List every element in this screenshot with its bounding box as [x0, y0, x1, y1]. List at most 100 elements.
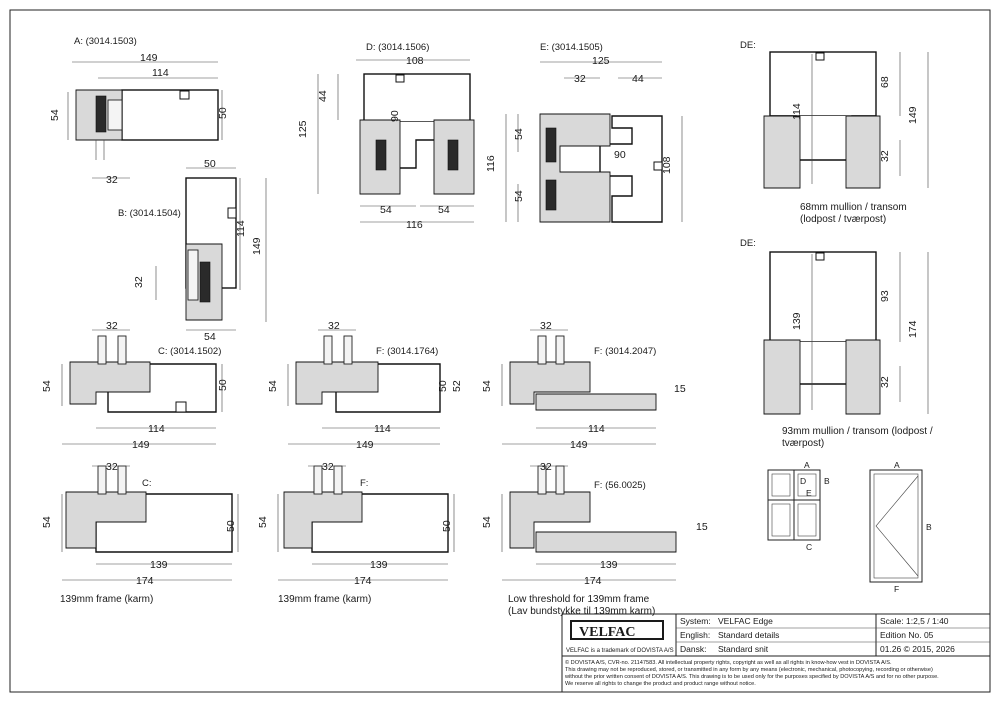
detail-d-dim-108: 108 [406, 55, 424, 67]
detail-f4-dim-139: 139 [600, 559, 618, 571]
detail-d-dim-44: 44 [317, 90, 329, 102]
detail-f3-dim-50: 50 [441, 520, 453, 532]
detail-f2-dim-15: 15 [674, 383, 686, 395]
detail-c2: C: 32 54 50 139 174 139mm frame (karm) [41, 461, 239, 605]
detail-de2-dim-32: 32 [879, 376, 891, 388]
detail-de1-caption-line2: (lodpost / tværpost) [800, 214, 886, 225]
detail-f4-profile [509, 491, 591, 549]
scale: Scale: 1:2,5 / 1:40 [880, 616, 949, 626]
detail-de2-caption-line2: tværpost) [782, 438, 824, 449]
detail-de1-dim-32: 32 [879, 150, 891, 162]
detail-f1-dim-54: 54 [267, 380, 279, 392]
detail-c2-dim-54: 54 [41, 516, 53, 528]
detail-c1-dim-32: 32 [106, 320, 118, 332]
copyright-line-3: without the prior written consent of DOV… [564, 674, 939, 680]
detail-c1-dim-114: 114 [148, 423, 165, 435]
trademark-note: VELFAC is a trademark of DOVISTA A/S [566, 648, 674, 654]
detail-b-dim-50: 50 [204, 158, 216, 170]
detail-c1-dim-50: 50 [217, 379, 229, 391]
detail-de1-timber [769, 51, 877, 117]
detail-f3-label: F: [360, 478, 368, 489]
key-window-letter-a: A [804, 460, 810, 470]
detail-a-dim-50: 50 [217, 107, 229, 119]
copyright-line-1: © DOVISTA A/S, CVR-no. 21147583. All int… [565, 659, 892, 666]
key-window-letter-e: E [806, 488, 812, 498]
edition: Edition No. 05 [880, 630, 934, 640]
detail-f3-caption: 139mm frame (karm) [278, 594, 371, 605]
detail-a: A: (3014.1503) 149 114 54 50 32 [49, 36, 229, 186]
detail-e-dim-125: 125 [592, 55, 610, 67]
detail-f2-dim-114: 114 [588, 423, 605, 435]
detail-b: B: (3014.1504) 50 114 149 32 54 [118, 158, 267, 343]
english-label: English: [680, 630, 710, 640]
detail-d-label: D: (3014.1506) [366, 42, 429, 53]
detail-a-dim-114: 114 [152, 67, 169, 79]
detail-d-dim-125: 125 [297, 120, 309, 138]
detail-a-dim-149: 149 [140, 52, 158, 64]
detail-c2-dim-50: 50 [225, 520, 237, 532]
detail-e-dim-90: 90 [614, 149, 626, 161]
english-value: Standard details [718, 630, 779, 640]
detail-de1-label: DE: [740, 40, 756, 51]
detail-f3: F: 32 54 50 139 174 139mm frame (karm) [257, 461, 455, 605]
detail-c2-caption: 139mm frame (karm) [60, 594, 153, 605]
detail-a-dim-32: 32 [106, 174, 118, 186]
detail-b-dim-114: 114 [235, 220, 247, 237]
detail-e: E: (3014.1505) 125 32 44 54 116 54 90 10… [485, 42, 683, 223]
detail-f1-dim-114: 114 [374, 423, 391, 435]
detail-f4: F: (56.0025) 32 54 15 139 174 Low thresh… [481, 461, 708, 617]
detail-de2-dim-174: 174 [907, 320, 919, 338]
key-door-letter-f: F [894, 584, 899, 594]
key-door-letter-a: A [894, 460, 900, 470]
sheet-border [9, 9, 991, 693]
detail-d-dim-90: 90 [389, 110, 401, 122]
detail-f2-profile [509, 361, 591, 405]
copyright-line-4: We reserve all rights to change the prod… [565, 681, 756, 687]
dansk-label: Dansk: [680, 644, 706, 654]
detail-c2-profile [65, 491, 147, 549]
detail-de2-right-profile [845, 339, 881, 415]
detail-f1: F: (3014.1764) 32 54 50 52 114 149 [267, 320, 463, 451]
detail-f1-dim-149: 149 [356, 439, 374, 451]
detail-e-dim-54-top: 54 [513, 128, 525, 140]
detail-c1-dim-54: 54 [41, 380, 53, 392]
detail-d-dim-116: 116 [406, 219, 423, 231]
detail-e-dim-54-bottom: 54 [513, 190, 525, 202]
detail-f3-profile [283, 491, 363, 549]
detail-a-label: A: (3014.1503) [74, 36, 137, 47]
detail-f3-dim-54: 54 [257, 516, 269, 528]
detail-c2-dim-174: 174 [136, 575, 154, 587]
detail-f1-dim-32: 32 [328, 320, 340, 332]
detail-e-dim-116: 116 [485, 155, 497, 172]
detail-c1-dim-149: 149 [132, 439, 150, 451]
key-window-letter-c: C [806, 542, 812, 552]
detail-f4-caption-line1: Low threshold for 139mm frame [508, 594, 650, 605]
detail-f2: F: (3014.2047) 32 54 15 114 149 [481, 320, 686, 451]
detail-f4-dim-174: 174 [584, 575, 602, 587]
detail-e-dim-32: 32 [574, 73, 586, 85]
detail-b-label: B: (3014.1504) [118, 208, 181, 219]
detail-de2-label: DE: [740, 238, 756, 249]
detail-de1-dim-114: 114 [791, 103, 803, 120]
detail-b-dim-32: 32 [133, 276, 145, 288]
detail-f2-dim-149: 149 [570, 439, 588, 451]
detail-de1-dim-68: 68 [879, 76, 891, 88]
detail-c1-profile [69, 361, 151, 405]
detail-f4-dim-54: 54 [481, 516, 493, 528]
detail-de1-left-profile [763, 115, 801, 189]
key-plan-door: A B F [869, 460, 932, 594]
detail-de1-dim-149: 149 [907, 106, 919, 124]
detail-e-dim-108: 108 [661, 156, 673, 174]
key-window-letter-b: B [824, 476, 830, 486]
title-block: VELFAC VELFAC is a trademark of DOVISTA … [561, 613, 991, 693]
detail-f2-threshold [535, 393, 657, 411]
detail-e-profile [539, 113, 611, 223]
detail-de1-caption-line1: 68mm mullion / transom [800, 202, 907, 213]
detail-f3-dim-139: 139 [370, 559, 388, 571]
detail-b-dim-54: 54 [204, 331, 216, 343]
detail-de1-right-profile [845, 115, 881, 189]
detail-de2-caption-line1: 93mm mullion / transom (lodpost / [782, 426, 933, 437]
detail-f2-dim-54: 54 [481, 380, 493, 392]
detail-de2-timber [769, 251, 877, 343]
